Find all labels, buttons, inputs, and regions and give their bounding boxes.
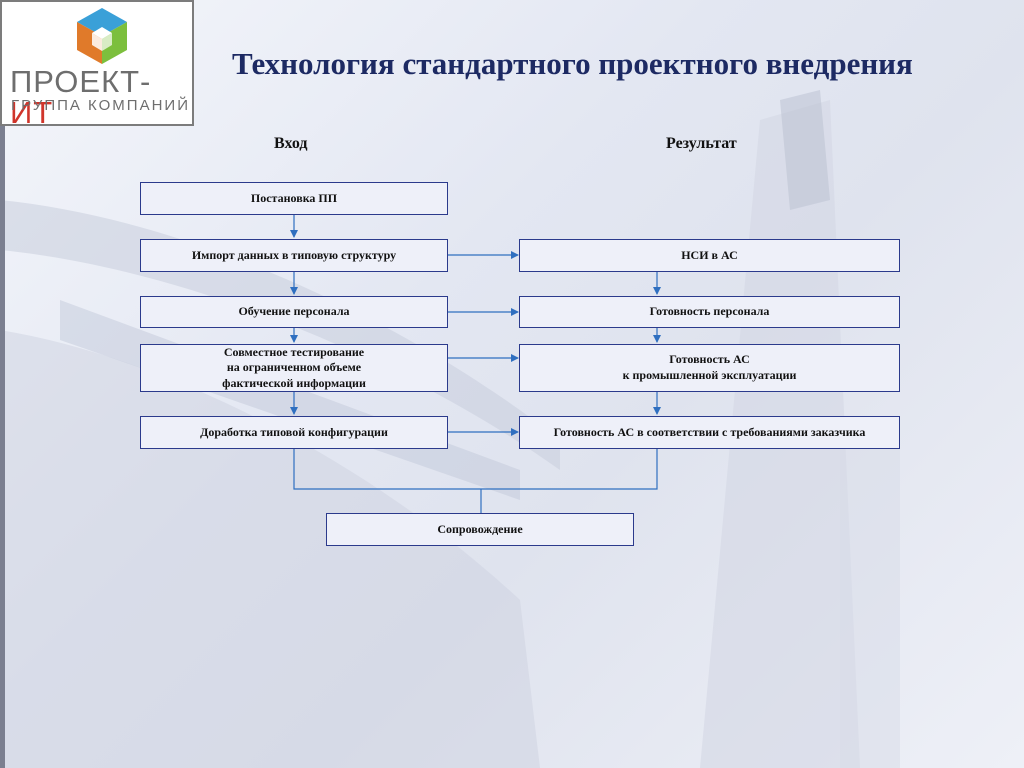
- input-step-3: Обучение персонала: [140, 296, 448, 328]
- merge-line: [293, 449, 658, 490]
- logo-subtitle: ГРУППА КОМПАНИЙ: [11, 97, 190, 114]
- input-step-1: Постановка ПП: [140, 182, 448, 215]
- input-step-2: Импорт данных в типовую структуру: [140, 239, 448, 272]
- column-heading-result: Результат: [666, 135, 737, 152]
- company-logo: ПРОЕКТ-ИТ ГРУППА КОМПАНИЙ: [0, 0, 194, 130]
- page-title: Технология стандартного проектного внедр…: [232, 46, 913, 81]
- result-step-3: Готовность АС к промышленной эксплуатаци…: [519, 344, 900, 392]
- final-step: Сопровождение: [326, 513, 634, 546]
- result-step-1: НСИ в АС: [519, 239, 900, 272]
- input-step-4: Совместное тестирование на ограниченном …: [140, 344, 448, 392]
- logo-wordmark: ПРОЕКТ-ИТ: [10, 64, 152, 130]
- column-heading-input: Вход: [274, 135, 308, 152]
- input-step-5: Доработка типовой конфигурации: [140, 416, 448, 449]
- result-step-4: Готовность АС в соответствии с требовани…: [519, 416, 900, 449]
- result-step-2: Готовность персонала: [519, 296, 900, 328]
- cube-logo-icon: [77, 8, 127, 64]
- left-divider: [0, 126, 5, 768]
